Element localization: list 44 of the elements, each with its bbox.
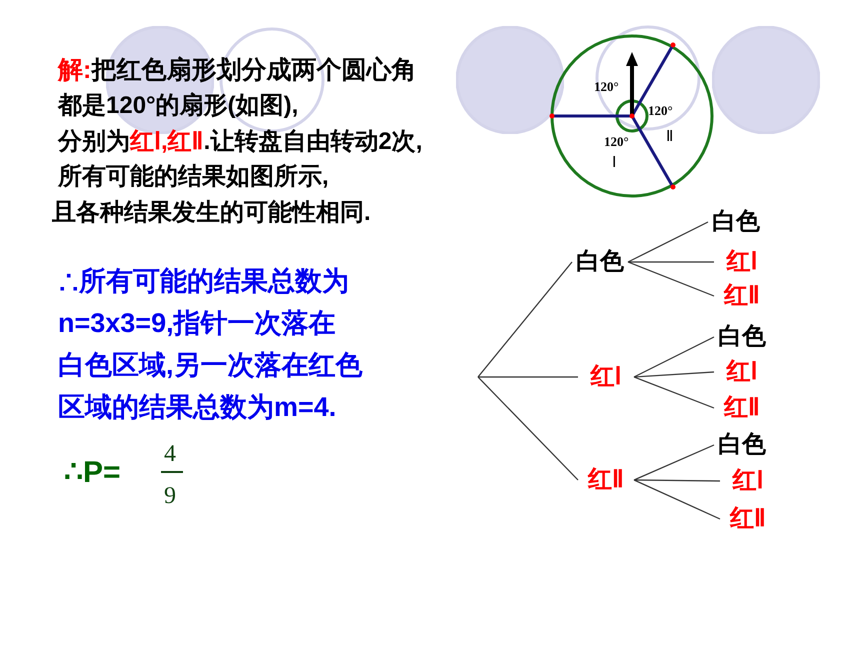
outcome-text: 白色 bbox=[714, 430, 770, 460]
outcome-text: 红Ⅱ bbox=[578, 465, 634, 495]
fraction-denominator: 9 bbox=[164, 484, 176, 508]
tree-branch bbox=[628, 261, 714, 263]
outcome-text: 红Ⅰ bbox=[578, 362, 634, 392]
solution-text: ∴所有可能的结果总数为 bbox=[58, 268, 349, 295]
tree-branch bbox=[634, 479, 720, 482]
tree-branch bbox=[478, 262, 572, 378]
tree-branch bbox=[634, 479, 720, 520]
probability-text: ∴P= bbox=[64, 458, 121, 488]
solution-text: 且各种结果发生的可能性相同. bbox=[52, 201, 371, 225]
solution-text: 把红色扇形划分成两个圆心角 bbox=[91, 58, 416, 83]
outcome-text: 红Ⅰ bbox=[720, 466, 776, 496]
tree-branch bbox=[628, 261, 714, 297]
solution-text: 都是120°的扇形(如图), bbox=[58, 94, 298, 118]
sector-label: 120° bbox=[604, 135, 629, 148]
outcome-text: 白色 bbox=[708, 207, 764, 237]
solution-text: 分别为 bbox=[58, 130, 130, 154]
sector-label: 120° bbox=[648, 104, 673, 117]
outcome-text: 红Ⅱ bbox=[720, 504, 776, 534]
solution-text: 白色区域,另一次落在红色 bbox=[58, 352, 363, 379]
solution-text: .让转盘自由转动2次, bbox=[204, 130, 422, 154]
solution-text: 区域的结果总数为m=4. bbox=[58, 394, 336, 421]
outcome-text: 红Ⅱ bbox=[714, 281, 770, 311]
outcome-text: 白色 bbox=[572, 247, 628, 277]
sector-label: Ⅰ bbox=[612, 156, 616, 171]
sector-label: 120° bbox=[594, 80, 619, 93]
tree-branch bbox=[478, 376, 578, 378]
solution-text: 解: bbox=[58, 58, 92, 83]
tree-branch bbox=[634, 376, 714, 409]
tree-branch bbox=[634, 371, 714, 378]
solution-text: n=3x3=9,指针一次落在 bbox=[58, 310, 336, 337]
outcome-text: 红Ⅱ bbox=[714, 393, 770, 423]
tree-branch bbox=[634, 336, 714, 378]
solution-text: 所有可能的结果如图所示, bbox=[58, 165, 329, 189]
outcome-text: 白色 bbox=[714, 322, 770, 352]
tree-branch bbox=[634, 444, 714, 481]
solution-text: 红Ⅰ,红Ⅱ bbox=[130, 130, 204, 154]
outcome-text: 红Ⅰ bbox=[714, 357, 770, 387]
fraction-numerator: 4 bbox=[164, 442, 176, 466]
outcome-text: 红Ⅰ bbox=[714, 247, 770, 277]
tree-branch bbox=[478, 376, 578, 480]
tree-branch bbox=[628, 221, 708, 263]
sector-label: Ⅱ bbox=[666, 130, 673, 145]
